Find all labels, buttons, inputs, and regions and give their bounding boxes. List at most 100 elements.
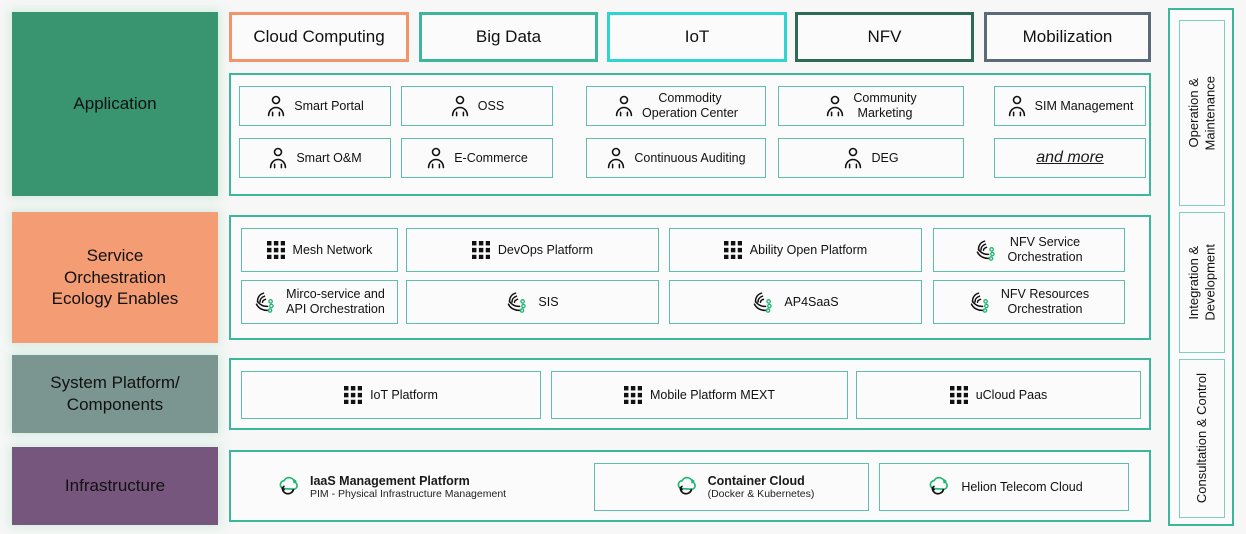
system-panel: IoT Platform Mobile Platform MEXT uCloud… (229, 358, 1151, 430)
item-label: Mesh Network (292, 242, 373, 257)
layer-label-infrastructure: Infrastructure (12, 447, 218, 525)
category-tab-label: IoT (684, 27, 710, 46)
rail-segment-label: Operation & Maintenance (1185, 75, 1217, 151)
service-item-7[interactable]: AP4SaaS (669, 280, 922, 324)
person-icon (268, 95, 285, 117)
category-tab-big-data[interactable]: Big Data (419, 12, 598, 62)
item-label: AP4SaaS (784, 294, 839, 309)
layer-label-application: Application (12, 12, 218, 196)
item-label: DEG (871, 150, 899, 165)
grid-dots-icon (266, 241, 285, 259)
person-icon (827, 95, 844, 117)
service-item-3[interactable]: Ability Open Platform (669, 228, 922, 272)
orchestration-swoosh-icon (508, 292, 527, 313)
layer-label-text: Infrastructure (64, 476, 166, 496)
grid-dots-icon (949, 386, 968, 404)
item-label: uCloud Paas (975, 387, 1048, 402)
service-item-1[interactable]: Mesh Network (241, 228, 398, 272)
application-item-8[interactable]: Continuous Auditing (586, 138, 766, 178)
grid-dots-icon (471, 241, 490, 259)
rail-segment-label: Integration & Development (1185, 244, 1217, 321)
layer-label-text: System Platform/Components (50, 373, 180, 414)
item-label: IoT Platform (370, 387, 438, 402)
rail-segment-label: Consultation & Control (1193, 373, 1209, 504)
orchestration-swoosh-icon (970, 292, 989, 313)
service-item-2[interactable]: DevOps Platform (406, 228, 659, 272)
orchestration-swoosh-icon (255, 292, 274, 313)
grid-dots-icon (623, 386, 642, 404)
person-icon (270, 147, 287, 169)
application-item-2[interactable]: OSS (401, 86, 553, 126)
application-item-6[interactable]: Smart O&M (239, 138, 391, 178)
category-tab-label: Big Data (475, 27, 542, 46)
person-icon (615, 95, 633, 117)
item-text: IaaS Management Platform PIM - Physical … (310, 474, 506, 501)
person-icon (427, 147, 445, 169)
system-item-2[interactable]: Mobile Platform MEXT (551, 371, 848, 419)
category-tab-label: NFV (867, 27, 902, 46)
orchestration-swoosh-icon (754, 292, 773, 313)
category-tab-iot[interactable]: IoT (607, 12, 787, 62)
item-label: Helion Telecom Cloud (961, 479, 1083, 494)
rail-segment-3[interactable]: Consultation & Control (1179, 359, 1225, 518)
item-label: OSS (477, 98, 505, 113)
item-sublabel: PIM - Physical Infrastructure Management (310, 487, 507, 500)
rail-segment-2[interactable]: Integration & Development (1179, 212, 1225, 353)
service-item-6[interactable]: SIS (406, 280, 659, 324)
item-text: Container Cloud (Docker & Kubernetes) (708, 474, 815, 501)
grid-dots-icon (723, 241, 742, 259)
application-item-9[interactable]: DEG (778, 138, 964, 178)
item-label: SIM Management (1034, 98, 1134, 113)
item-sublabel: (Docker & Kubernetes) (707, 487, 815, 500)
item-label: Container Cloud (707, 473, 805, 488)
system-item-3[interactable]: uCloud Paas (856, 371, 1141, 419)
person-icon (608, 147, 625, 169)
item-label: Smart O&M (296, 150, 362, 165)
category-tab-nfv[interactable]: NFV (795, 12, 974, 62)
infrastructure-item-3[interactable]: Helion Telecom Cloud (879, 463, 1129, 511)
category-tab-mobilization[interactable]: Mobilization (984, 12, 1151, 62)
layer-label-text: Application (73, 94, 157, 114)
service-panel: Mesh Network DevOps Platform Ability Ope… (229, 215, 1151, 340)
system-item-1[interactable]: IoT Platform (241, 371, 541, 419)
rail-segment-1[interactable]: Operation & Maintenance (1179, 20, 1225, 206)
cloud-refresh-icon (279, 476, 298, 495)
infrastructure-item-2[interactable]: Container Cloud (Docker & Kubernetes) (594, 463, 869, 511)
application-item-5[interactable]: SIM Management (994, 86, 1146, 126)
cloud-refresh-icon (677, 476, 696, 495)
category-tab-label: Mobilization (1022, 27, 1113, 46)
application-item-7[interactable]: E-Commerce (401, 138, 553, 178)
person-icon (845, 147, 862, 169)
item-label: SIS (538, 294, 559, 309)
category-tab-label: Cloud Computing (253, 27, 385, 46)
person-icon (1008, 95, 1025, 117)
infrastructure-item-1[interactable]: IaaS Management Platform PIM - Physical … (261, 463, 581, 511)
item-label: DevOps Platform (497, 242, 594, 257)
infrastructure-panel: IaaS Management Platform PIM - Physical … (229, 450, 1151, 522)
application-item-10[interactable]: and more (994, 138, 1146, 178)
item-label: IaaS Management Platform (310, 473, 470, 488)
item-label: Ability Open Platform (749, 242, 868, 257)
orchestration-swoosh-icon (977, 240, 996, 261)
item-label: E-Commerce (454, 150, 528, 165)
grid-dots-icon (344, 386, 363, 404)
application-item-1[interactable]: Smart Portal (239, 86, 391, 126)
item-label: Mobile Platform MEXT (649, 387, 776, 402)
layer-label-system: System Platform/Components (12, 355, 218, 433)
category-tab-cloud-computing[interactable]: Cloud Computing (229, 12, 409, 62)
